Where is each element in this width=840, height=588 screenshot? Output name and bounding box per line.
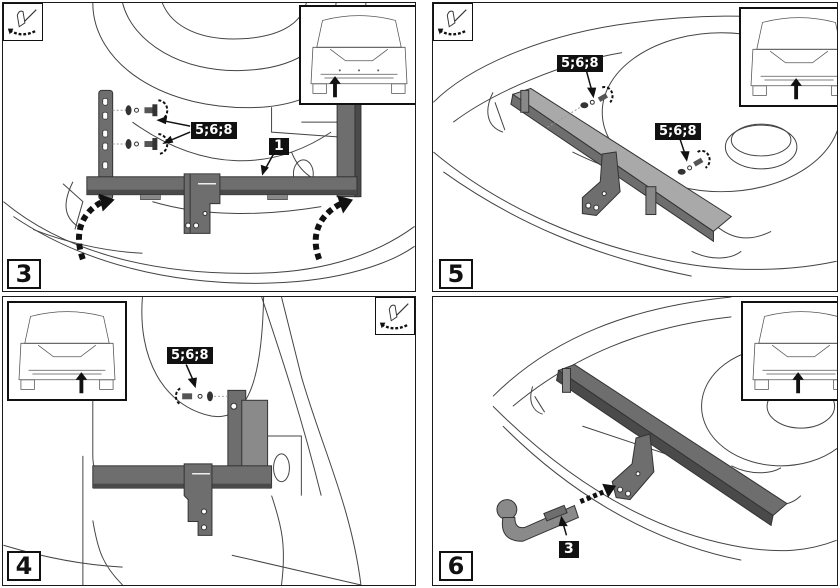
step-4-panel: 5;6;8 4	[2, 296, 416, 586]
step-5-illustration	[433, 15, 837, 277]
rotate-arrow-icon	[76, 193, 353, 261]
tow-ball-part-3	[496, 499, 580, 542]
step-3-panel: 5;6;8 1 3	[2, 2, 416, 292]
left-side-bracket	[98, 89, 114, 201]
step-4-illustration	[3, 297, 362, 585]
step-3-illustration	[3, 3, 415, 284]
step-6-illustration	[492, 297, 837, 561]
car-rear-view	[739, 7, 837, 107]
crossbar-part-1	[92, 463, 273, 536]
part-callout-5-6-8: 5;6;8	[655, 123, 701, 140]
crossbar-part-1	[510, 87, 733, 243]
part-callout-1: 1	[269, 138, 289, 155]
crossbar-part-1	[555, 363, 788, 527]
step-number: 3	[7, 259, 41, 289]
part-callout-5-6-8: 5;6;8	[191, 122, 237, 139]
crossbar-part-1	[86, 173, 358, 234]
torque-wrench-icon	[375, 297, 415, 335]
step-number: 6	[439, 551, 473, 581]
bolt-set-upper	[112, 99, 169, 122]
part-callout-5-6-8: 5;6;8	[557, 55, 603, 72]
step-5-panel: 5;6;8 5;6;8 5	[432, 2, 838, 292]
torque-wrench-icon	[3, 3, 43, 41]
step-number: 5	[439, 259, 473, 289]
torque-wrench-icon	[433, 3, 473, 41]
car-rear-view	[299, 5, 415, 105]
bolt-set-upper	[547, 86, 614, 128]
car-rear-view	[741, 301, 837, 401]
insert-arrow-icon	[579, 483, 617, 504]
step-number: 4	[7, 551, 41, 581]
bolt-set-lower	[677, 149, 711, 175]
car-rear-view	[7, 301, 127, 401]
part-callout-3: 3	[559, 541, 579, 558]
part-callout-5-6-8: 5;6;8	[167, 347, 213, 364]
bolt-set	[174, 387, 228, 406]
step-6-panel: 3 6	[432, 296, 838, 586]
bolt-set-lower	[112, 133, 169, 155]
